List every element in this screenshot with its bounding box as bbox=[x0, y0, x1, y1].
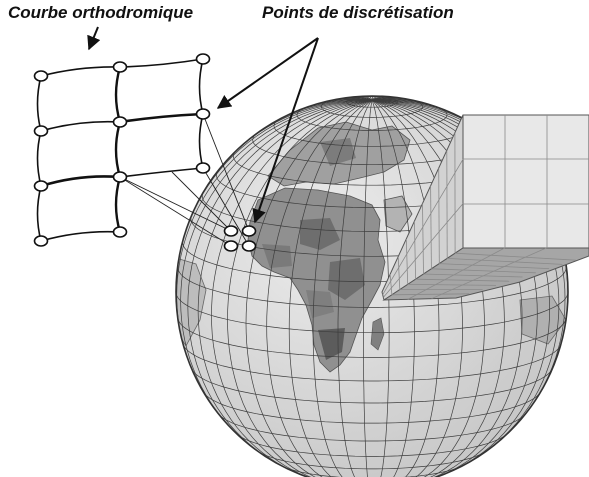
great-circle-curve-label: Courbe orthodromique bbox=[8, 3, 193, 23]
arrow-icon bbox=[218, 38, 318, 108]
mesh-nodes bbox=[35, 54, 210, 246]
grid-node-icon bbox=[35, 181, 48, 191]
mesh-col-2 bbox=[116, 67, 120, 232]
grid-node-icon bbox=[114, 62, 127, 72]
discretization-mesh bbox=[38, 59, 204, 241]
arrow-icon bbox=[89, 27, 98, 49]
block-front-face bbox=[463, 115, 589, 248]
grid-node-icon bbox=[197, 54, 210, 64]
mesh-row-4 bbox=[41, 232, 120, 241]
discretization-points-label: Points de discrétisation bbox=[262, 3, 454, 23]
grid-node-icon bbox=[243, 226, 256, 236]
grid-node-icon bbox=[114, 117, 127, 127]
grid-node-icon bbox=[35, 126, 48, 136]
grid-node-icon bbox=[114, 227, 127, 237]
grid-node-icon bbox=[225, 241, 238, 251]
mesh-col-1 bbox=[38, 76, 42, 241]
grid-node-icon bbox=[35, 71, 48, 81]
grid-node-icon bbox=[243, 241, 256, 251]
grid-node-icon bbox=[197, 109, 210, 119]
grid-node-icon bbox=[197, 163, 210, 173]
mesh-row-2-emphasis bbox=[120, 114, 203, 122]
grid-node-icon bbox=[35, 236, 48, 246]
grid-node-icon bbox=[225, 226, 238, 236]
grid-node-icon bbox=[114, 172, 127, 182]
mesh-row-3-emphasis bbox=[41, 176, 120, 186]
